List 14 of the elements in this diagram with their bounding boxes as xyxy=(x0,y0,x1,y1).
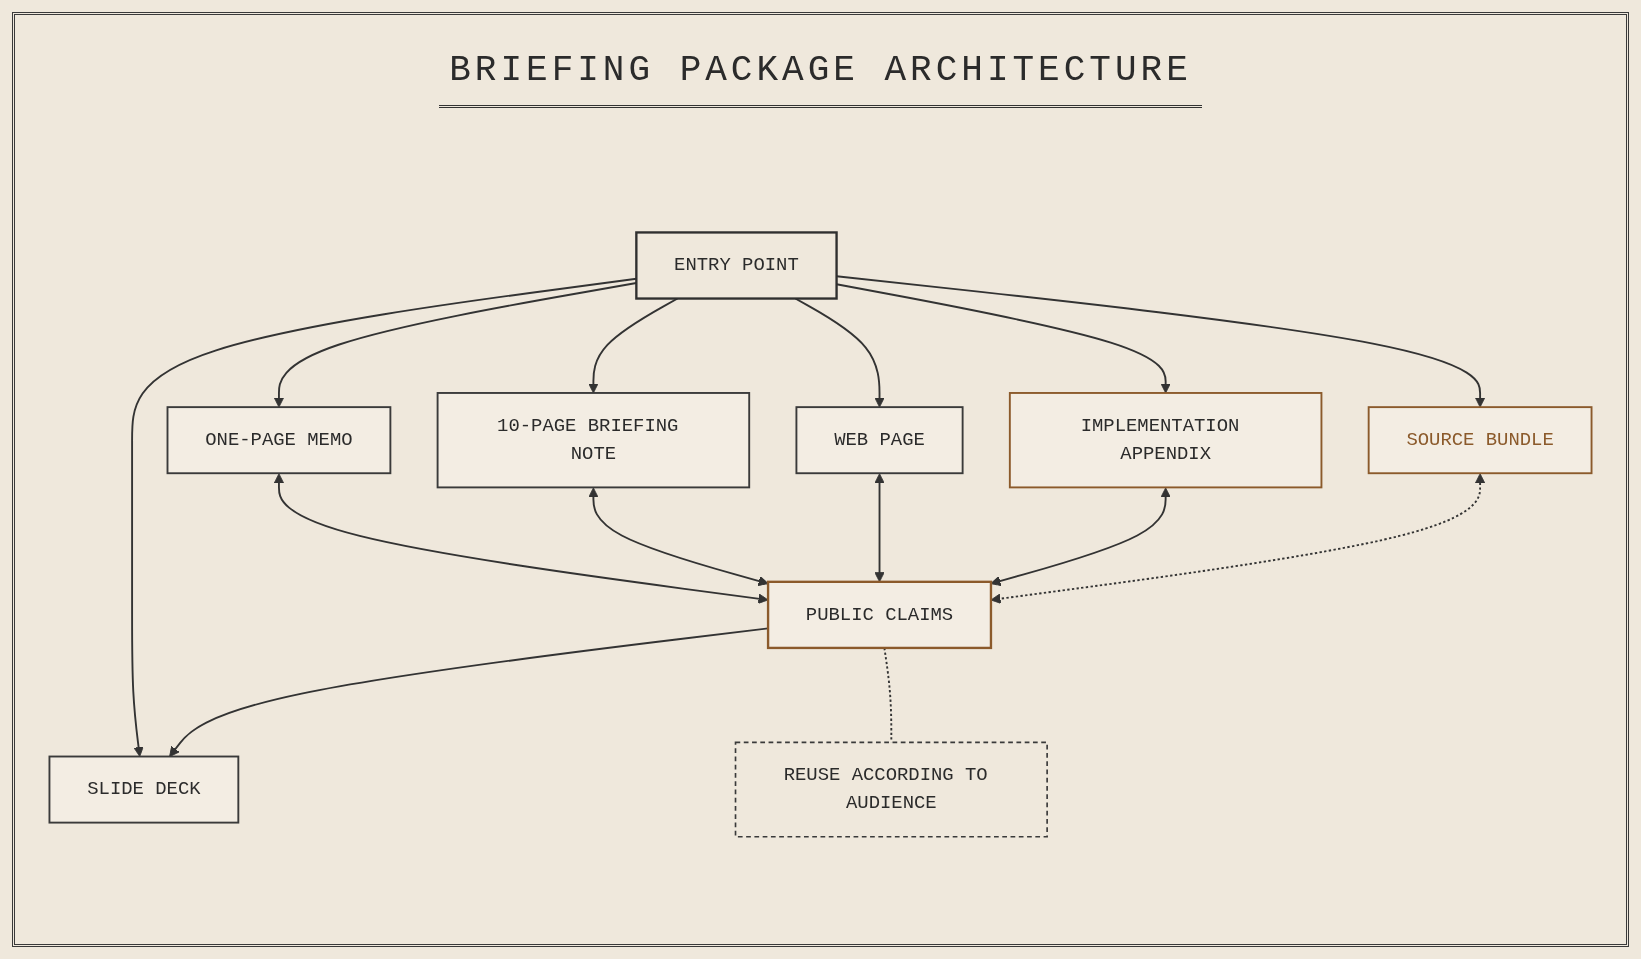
arrow xyxy=(588,487,769,586)
node-box: ONE-PAGE MEMO xyxy=(166,406,392,475)
title: BRIEFING PACKAGE ARCHITECTURE xyxy=(439,50,1202,108)
node-box: WEB PAGE xyxy=(795,406,964,475)
node-box: IMPLEMENTATION APPENDIX xyxy=(1008,391,1323,489)
arrow xyxy=(990,487,1171,586)
arrow xyxy=(273,473,769,604)
node-box: ENTRY POINT xyxy=(635,231,838,300)
node-box: 10-PAGE BRIEFING NOTE xyxy=(436,391,751,489)
node-box: SLIDE DECK xyxy=(48,755,240,824)
node-box: REUSE ACCORDING TO AUDIENCE xyxy=(734,741,1048,838)
node-box: PUBLIC CLAIMS xyxy=(766,580,993,649)
node-box: SOURCE BUNDLE xyxy=(1367,406,1593,475)
arrow xyxy=(990,473,1486,604)
